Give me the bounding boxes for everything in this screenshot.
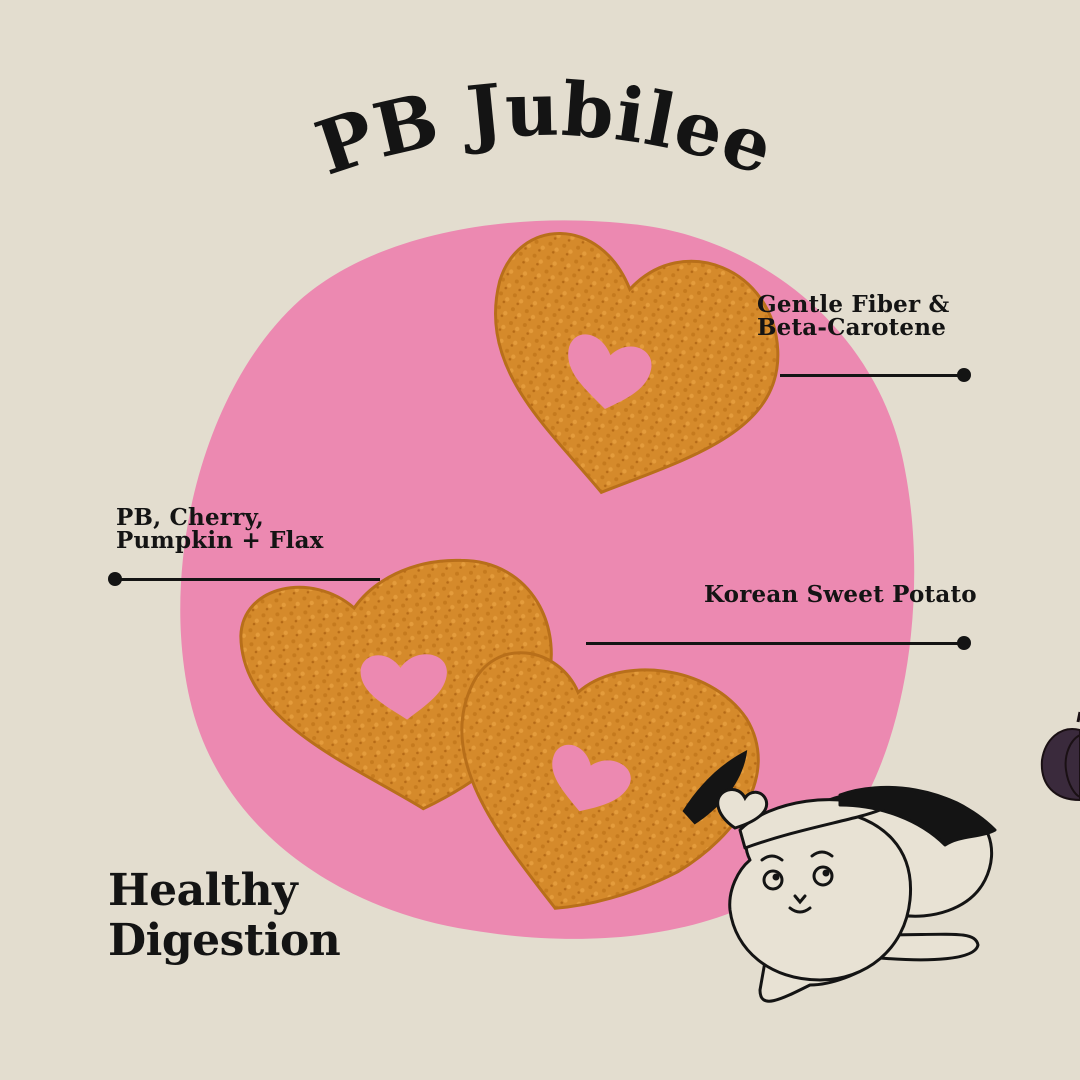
headline-line1: Healthy <box>108 865 298 916</box>
callout-ingredients-line <box>116 578 380 581</box>
callout-ingredients-dot <box>108 572 122 586</box>
callout-potato: Korean Sweet Potato <box>704 581 977 608</box>
callout-ingredients-line1: PB, Cherry, <box>116 504 265 531</box>
callout-potato-dot <box>957 636 971 650</box>
treat-right <box>460 651 760 910</box>
callout-fiber-line2: Beta-Carotene <box>757 314 947 341</box>
callout-ingredients-line2: Pumpkin + Flax <box>116 527 324 554</box>
headline-line2: Digestion <box>108 915 341 966</box>
callout-ingredients: PB, Cherry, Pumpkin + Flax <box>116 506 324 552</box>
callout-fiber: Gentle Fiber & Beta-Carotene <box>757 293 949 339</box>
callout-fiber-dot <box>957 368 971 382</box>
headline: Healthy Digestion <box>108 865 341 966</box>
callout-fiber-line1: Gentle Fiber & <box>757 291 950 318</box>
callout-potato-line <box>586 642 960 645</box>
title-arc: PB Jubilee <box>306 67 783 193</box>
treat-top <box>494 231 780 495</box>
callout-fiber-line <box>780 374 960 377</box>
